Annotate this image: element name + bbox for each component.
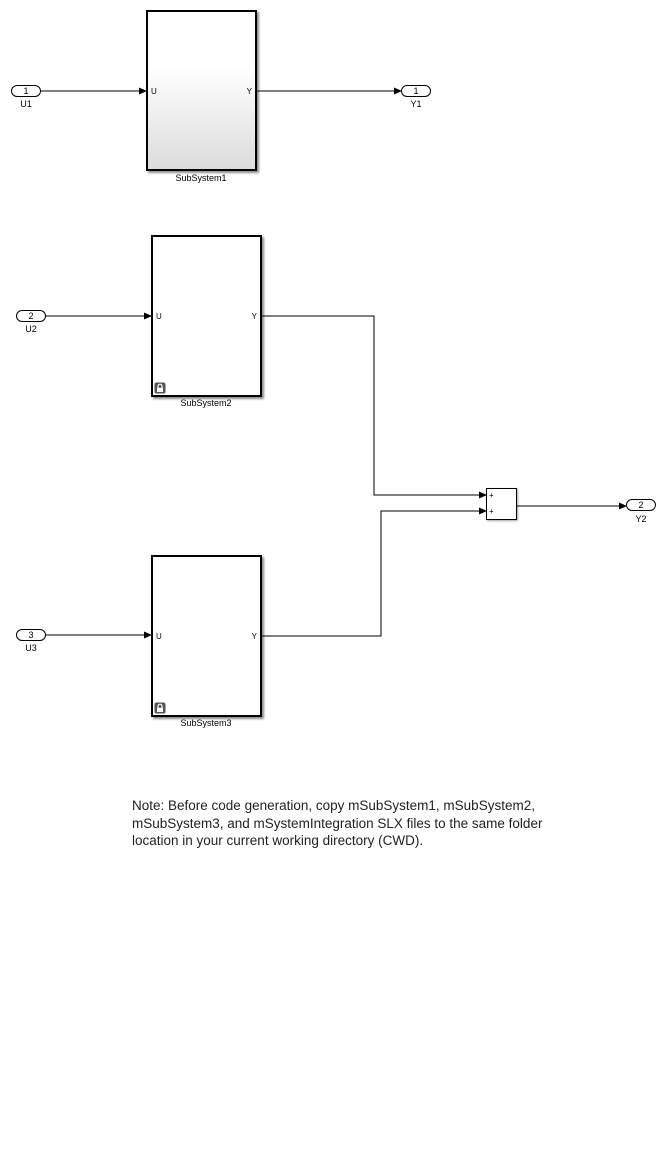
subsystem3-block[interactable]: U Y [151, 555, 262, 717]
subsystem3-name: SubSystem3 [180, 718, 232, 728]
inport-u3[interactable]: 3 [16, 629, 46, 641]
sum-sign-2: + [489, 507, 494, 516]
subsystem3-input-label: U [156, 632, 162, 641]
inport-u2-label: U2 [25, 324, 37, 334]
subsystem2-output-label: Y [251, 312, 257, 321]
sum-sign-1: + [489, 491, 494, 500]
sum-block[interactable]: + + [486, 488, 517, 520]
lock-icon [154, 382, 166, 394]
subsystem2-block[interactable]: U Y [151, 235, 262, 397]
inport-u3-label: U3 [25, 643, 37, 653]
inport-u1-label: U1 [20, 99, 32, 109]
outport-y2-label: Y2 [635, 514, 647, 524]
signal-line-subsystem3-to-sum[interactable] [262, 507, 487, 637]
subsystem3-output-label: Y [251, 632, 257, 641]
inport-u1[interactable]: 1 [11, 85, 41, 97]
subsystem1-input-label: U [151, 87, 157, 96]
subsystem1-output-label: Y [246, 87, 252, 96]
subsystem1-block[interactable]: U Y [146, 10, 257, 171]
note-annotation[interactable]: Note: Before code generation, copy mSubS… [132, 798, 543, 848]
outport-y1-label: Y1 [410, 99, 422, 109]
inport-u2[interactable]: 2 [16, 310, 46, 322]
subsystem2-input-label: U [156, 312, 162, 321]
outport-y2[interactable]: 2 [626, 499, 656, 511]
signal-line-subsystem2-to-sum[interactable] [262, 315, 487, 499]
lock-icon [154, 702, 166, 714]
subsystem2-name: SubSystem2 [180, 398, 232, 408]
subsystem1-name: SubSystem1 [175, 173, 227, 183]
outport-y1[interactable]: 1 [401, 85, 431, 97]
